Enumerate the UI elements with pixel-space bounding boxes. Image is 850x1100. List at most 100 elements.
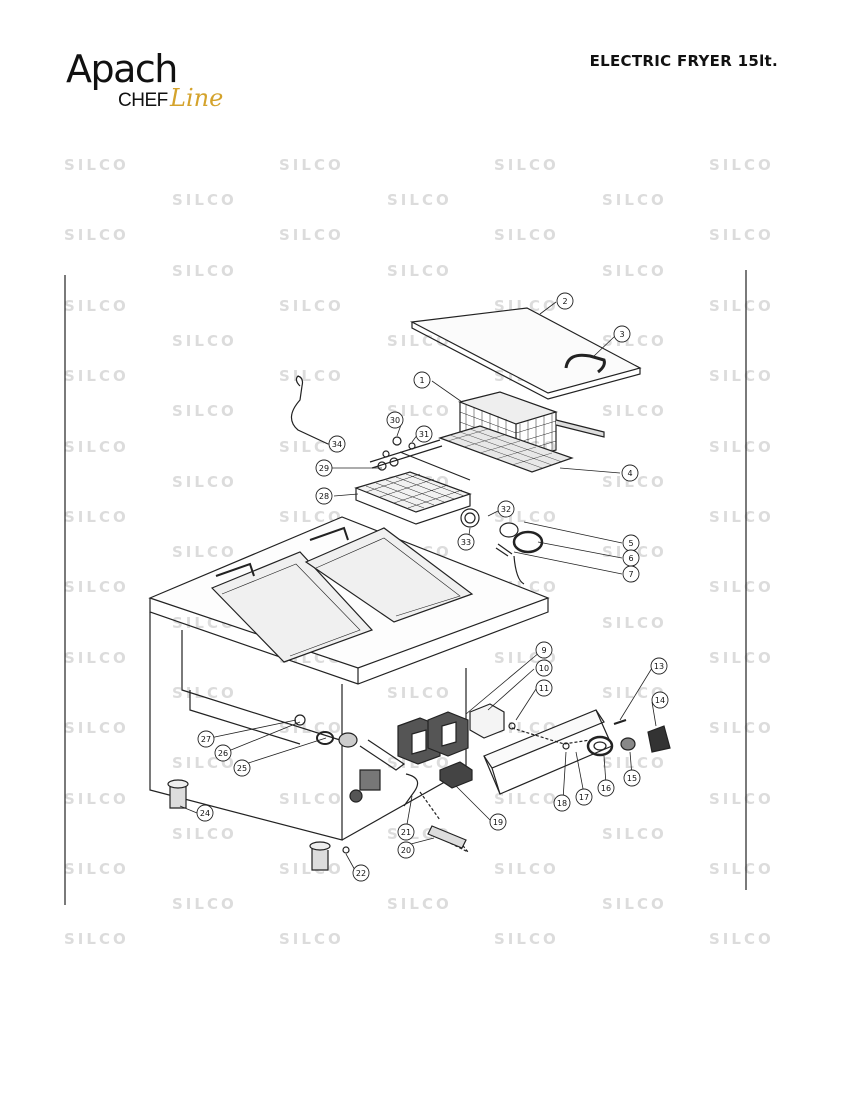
callout-circle bbox=[556, 292, 574, 310]
callout-number: 1 bbox=[419, 376, 424, 385]
watermark-text: SILCO bbox=[64, 930, 129, 949]
watermark-text: SILCO bbox=[602, 613, 667, 632]
watermark-text: SILCO bbox=[709, 156, 774, 174]
logo-chef: CHEF bbox=[118, 90, 168, 111]
watermark-text: SILCO bbox=[709, 367, 774, 386]
watermark-text: SILCO bbox=[387, 684, 452, 702]
watermark-text: SILCO bbox=[709, 508, 774, 526]
callout-number: 16 bbox=[601, 784, 611, 793]
callout-number: 33 bbox=[461, 538, 471, 547]
watermark-text: SILCO bbox=[387, 402, 452, 421]
callout-number: 6 bbox=[628, 554, 633, 563]
watermark-text: SILCO bbox=[172, 543, 237, 562]
callout-number: 27 bbox=[201, 735, 211, 744]
callout-circle bbox=[397, 841, 415, 859]
watermark-text: SILCO bbox=[387, 191, 452, 210]
document-title: ELECTRIC FRYER 15lt. bbox=[589, 52, 778, 70]
mesh-screen bbox=[438, 425, 574, 473]
callout-circle bbox=[613, 325, 631, 343]
callout-number: 30 bbox=[390, 416, 400, 425]
watermark-text: SILCO bbox=[64, 367, 129, 386]
watermark-text: SILCO bbox=[64, 860, 129, 878]
watermark-text: SILCO bbox=[279, 508, 344, 526]
callout-circle bbox=[535, 659, 553, 677]
contactor-assembly bbox=[397, 703, 516, 789]
watermark-text: SILCO bbox=[602, 261, 667, 280]
thermostat-assembly bbox=[392, 436, 544, 585]
lid bbox=[410, 307, 642, 400]
watermark-text: SILCO bbox=[494, 930, 559, 949]
watermark-text: SILCO bbox=[279, 156, 344, 174]
callout-number: 31 bbox=[419, 430, 429, 439]
callout-circle bbox=[233, 759, 251, 777]
watermark-text: SILCO bbox=[709, 226, 774, 245]
watermark-text: SILCO bbox=[172, 332, 237, 350]
watermark-text: SILCO bbox=[602, 684, 667, 702]
fryer-body bbox=[148, 516, 550, 871]
watermark-text: SILCO bbox=[172, 684, 237, 702]
watermark-text: SILCO bbox=[387, 261, 452, 280]
watermark-text: SILCO bbox=[64, 437, 129, 456]
watermark-text: SILCO bbox=[709, 578, 774, 597]
callout-number: 14 bbox=[655, 696, 665, 705]
watermark-text: SILCO bbox=[709, 437, 774, 456]
callout-circle bbox=[535, 679, 553, 697]
watermark-text: SILCO bbox=[709, 860, 774, 878]
callout-number: 2 bbox=[562, 297, 567, 306]
watermark-text: SILCO bbox=[172, 472, 237, 491]
callout-number: 29 bbox=[319, 464, 329, 473]
probe-cord bbox=[290, 375, 329, 445]
callout-circle bbox=[535, 641, 553, 659]
callout-number: 26 bbox=[218, 749, 228, 758]
watermark-text: SILCO bbox=[64, 648, 129, 667]
watermark-text: SILCO bbox=[279, 930, 344, 949]
callout-number: 11 bbox=[539, 684, 549, 693]
watermark-text: SILCO bbox=[602, 402, 667, 421]
logo-script: Line bbox=[170, 84, 224, 112]
callout-number: 13 bbox=[654, 662, 664, 671]
callout-circle bbox=[397, 823, 415, 841]
callout-circle bbox=[315, 487, 333, 505]
watermark-text: SILCO bbox=[64, 226, 129, 245]
watermark-text: SILCO bbox=[64, 789, 129, 808]
watermark-text: SILCO bbox=[64, 578, 129, 597]
callout-number: 3 bbox=[619, 330, 624, 339]
watermark-text: SILCO bbox=[64, 508, 129, 526]
callout-circle bbox=[622, 565, 640, 583]
watermark-text: SILCO bbox=[602, 191, 667, 210]
callout-circle bbox=[650, 657, 668, 675]
watermark-text: SILCO bbox=[172, 402, 237, 421]
callout-number: 5 bbox=[628, 539, 633, 548]
callout-circle bbox=[651, 691, 669, 709]
callout-number: 32 bbox=[501, 505, 511, 514]
callout-circle bbox=[413, 371, 431, 389]
watermark-text: SILCO bbox=[602, 472, 667, 491]
callout-circle bbox=[315, 459, 333, 477]
watermark-text: SILCO bbox=[279, 296, 344, 315]
callout-circle bbox=[597, 779, 615, 797]
watermark-text: SILCO bbox=[387, 332, 452, 350]
callout-circle bbox=[489, 813, 507, 831]
watermark-text: SILCO bbox=[64, 156, 129, 174]
callout-number: 9 bbox=[541, 646, 546, 655]
watermark-text: SILCO bbox=[602, 754, 667, 773]
callout-number: 20 bbox=[401, 846, 411, 855]
callout-circle bbox=[214, 744, 232, 762]
callout-number: 10 bbox=[539, 664, 549, 673]
watermark-text: SILCO bbox=[172, 191, 237, 210]
watermark-text: SILCO bbox=[494, 789, 559, 808]
callout-circle bbox=[497, 500, 515, 518]
callout-circle bbox=[575, 788, 593, 806]
callout-circle bbox=[621, 464, 639, 482]
watermark-text: SILCO bbox=[494, 156, 559, 174]
callout-circle bbox=[457, 533, 475, 551]
callout-number: 34 bbox=[332, 440, 342, 449]
part-callouts: 1234567910111314151617181920212224252627… bbox=[196, 292, 669, 882]
watermark-text: SILCO bbox=[709, 719, 774, 738]
watermark-text: SILCO bbox=[709, 930, 774, 949]
callout-circle bbox=[623, 769, 641, 787]
callout-number: 22 bbox=[356, 869, 366, 878]
callout-circle bbox=[328, 435, 346, 453]
control-panel bbox=[483, 709, 671, 795]
